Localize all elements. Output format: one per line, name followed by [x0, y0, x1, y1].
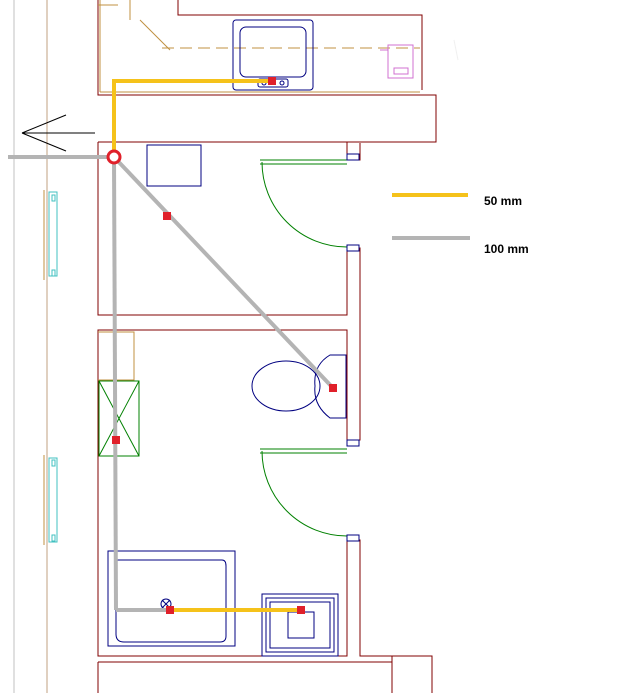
grid-mark — [453, 39, 459, 61]
boiler-icon — [380, 44, 414, 79]
floor-drain-icon — [98, 380, 140, 457]
exterior-wall — [13, 0, 48, 693]
shower-tray-icon — [261, 593, 339, 657]
interior-walls — [97, 0, 437, 693]
bathtub-icon — [107, 550, 236, 647]
door-jambs — [346, 153, 360, 542]
window-icon — [48, 191, 58, 543]
legend-label-100mm: 100 mm — [484, 242, 529, 256]
pipe-node — [112, 436, 120, 444]
pipe-node — [329, 384, 337, 392]
toilet-icon — [251, 354, 347, 419]
pipe-node — [163, 212, 171, 220]
door-swing-lower — [260, 448, 348, 537]
legend-label-50mm: 50 mm — [484, 194, 522, 208]
pipe-100mm — [8, 155, 335, 612]
arrow-left-icon — [21, 114, 95, 152]
legend: 50 mm 100 mm — [392, 193, 529, 256]
riser-icon — [106, 149, 122, 165]
pipe-nodes — [112, 77, 337, 614]
kitchen-counter — [98, 0, 420, 93]
pipe-50mm — [112, 79, 301, 612]
pipe-node — [268, 77, 276, 85]
washing-machine-icon — [146, 144, 202, 187]
kitchen-sink-icon — [232, 19, 314, 91]
pipe-node — [297, 606, 305, 614]
pipe-node — [166, 606, 174, 614]
door-swing-upper — [260, 159, 348, 248]
